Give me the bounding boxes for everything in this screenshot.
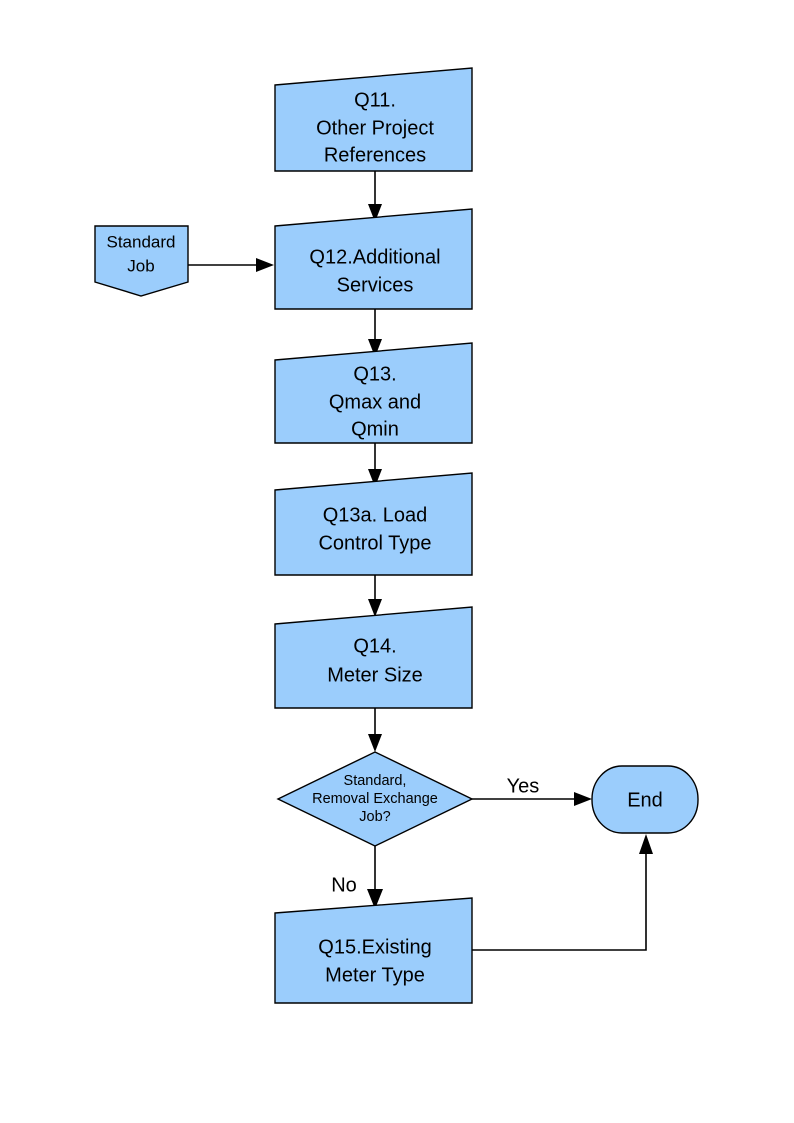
arrow-head-icon (574, 792, 592, 806)
node-q11-label-line2: Other Project (316, 117, 434, 139)
node-q13a-label-line1: Q13a. Load (323, 504, 428, 526)
node-decision-label-line3: Job? (359, 809, 390, 825)
node-q11-shape[interactable] (274, 67, 473, 172)
node-decision-label-line1: Standard, (344, 773, 407, 789)
node-q14-label-line2: Meter Size (327, 664, 423, 686)
node-decision[interactable]: Standard, Removal Exchange Job? (276, 751, 474, 847)
node-end-label: End (627, 789, 663, 811)
node-q15[interactable]: Q15.Existing Meter Type (274, 897, 473, 1004)
node-q13[interactable]: Q13. Qmax and Qmin (274, 342, 473, 444)
node-q15-label-line1: Q15.Existing (318, 936, 431, 958)
node-standard-job[interactable]: Standard Job (94, 225, 189, 297)
node-standard-job-label-line1: Standard (107, 232, 176, 251)
arrow-head-icon (256, 258, 274, 272)
arrow-head-icon (368, 734, 382, 752)
node-q14[interactable]: Q14. Meter Size (274, 606, 473, 709)
node-q15-label-line2: Meter Type (325, 964, 425, 986)
arrow-head-icon (368, 599, 382, 617)
edge-label-yes: Yes (507, 775, 540, 797)
node-q15-shape[interactable] (274, 897, 473, 1004)
node-q13-shape[interactable] (274, 342, 473, 444)
edge-q14-to-decision (368, 708, 382, 752)
node-q12-label-line1: Q12.Additional (309, 246, 440, 268)
node-decision-shape[interactable] (276, 751, 474, 847)
edge-q12-to-q13 (368, 309, 382, 357)
node-q12[interactable]: Q12.Additional Services (274, 208, 473, 310)
edge-line (472, 846, 647, 951)
arrow-head-icon (368, 204, 382, 222)
node-q14-shape[interactable] (274, 606, 473, 709)
node-standard-job-shape[interactable] (94, 225, 189, 297)
node-q12-label-line2: Services (337, 274, 414, 296)
node-q13a[interactable]: Q13a. Load Control Type (274, 472, 473, 576)
edge-q13-to-q13a (368, 443, 382, 487)
edge-label-no: No (331, 874, 357, 896)
edge-q11-to-q12 (368, 171, 382, 222)
node-q13-label-line2: Qmax and (329, 391, 421, 413)
node-q11[interactable]: Q11. Other Project References (274, 67, 473, 172)
edge-q15-to-end (472, 834, 653, 951)
node-q14-label-line1: Q14. (353, 635, 396, 657)
edge-decision-to-q15-no (367, 846, 383, 909)
node-end-shape[interactable] (591, 765, 699, 834)
arrow-head-icon (367, 889, 383, 909)
node-q13-label-line3: Qmin (351, 418, 399, 440)
node-q11-label-line3: References (324, 144, 426, 166)
edge-decision-to-end-yes (472, 792, 592, 806)
arrow-head-icon (639, 834, 653, 854)
node-decision-label-line2: Removal Exchange (312, 791, 438, 807)
node-standard-job-label-line2: Job (127, 256, 154, 275)
edge-standardjob-to-q12 (188, 258, 274, 272)
node-q13a-shape[interactable] (274, 472, 473, 576)
node-q12-shape[interactable] (274, 208, 473, 310)
node-q11-label-line1: Q11. (354, 89, 396, 111)
node-end[interactable]: End (591, 765, 699, 834)
arrow-head-icon (368, 469, 382, 487)
edge-q13a-to-q14 (368, 575, 382, 617)
node-q13a-label-line2: Control Type (318, 532, 431, 554)
node-q13-label-line1: Q13. (353, 363, 396, 385)
arrow-head-icon (368, 339, 382, 357)
